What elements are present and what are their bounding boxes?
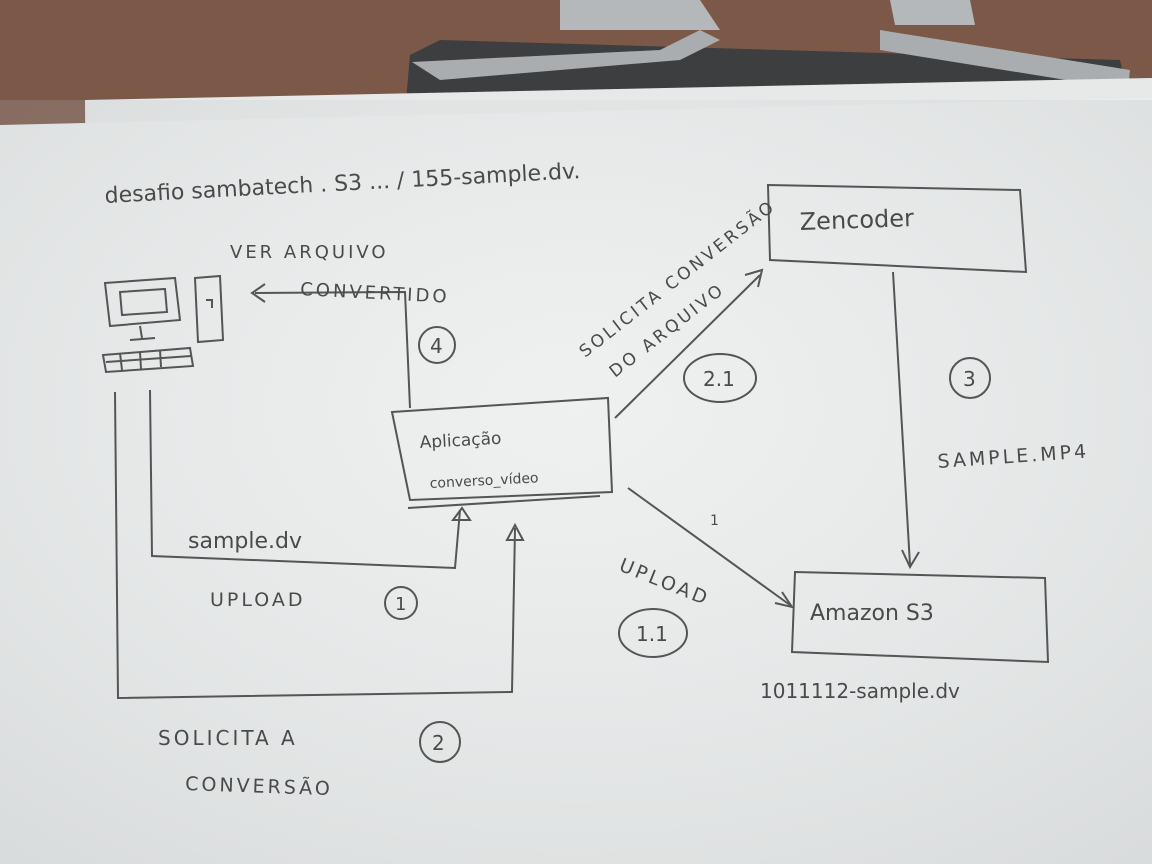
step-1-number: 1 bbox=[395, 594, 406, 615]
computer-icon bbox=[101, 274, 225, 374]
step-3-number: 3 bbox=[963, 367, 976, 391]
zencoder-box-outline bbox=[766, 183, 1028, 274]
app-label-line2: converso_vídeo bbox=[429, 470, 539, 492]
zencoder-label: Zencoder bbox=[799, 204, 914, 236]
step-4-number: 4 bbox=[430, 334, 443, 358]
paper-shading bbox=[0, 100, 1152, 864]
step-tick-mark: 1 bbox=[710, 513, 719, 529]
sample-dv-label: sample.dv bbox=[188, 529, 302, 554]
s3-box-outline bbox=[790, 570, 1050, 664]
step-circles bbox=[384, 326, 991, 763]
diagram-arrows bbox=[114, 268, 920, 700]
s3-file-label: 1011112-sample.dv bbox=[760, 679, 960, 703]
upload-left-label: UPLOAD bbox=[210, 589, 306, 611]
app-box-outline bbox=[390, 396, 614, 509]
s3-label: Amazon S3 bbox=[810, 601, 934, 626]
step-1-1-number: 1.1 bbox=[636, 622, 668, 646]
step-2-number: 2 bbox=[432, 731, 445, 755]
ver-arquivo-line1: VER ARQUIVO bbox=[230, 242, 389, 263]
app-label-line1: Aplicação bbox=[419, 429, 502, 453]
solicita-conversao-line1: SOLICITA A bbox=[158, 726, 298, 750]
solicita-conversao-line2: CONVERSÃO bbox=[185, 772, 333, 800]
step-2-1-number: 2.1 bbox=[703, 367, 735, 391]
